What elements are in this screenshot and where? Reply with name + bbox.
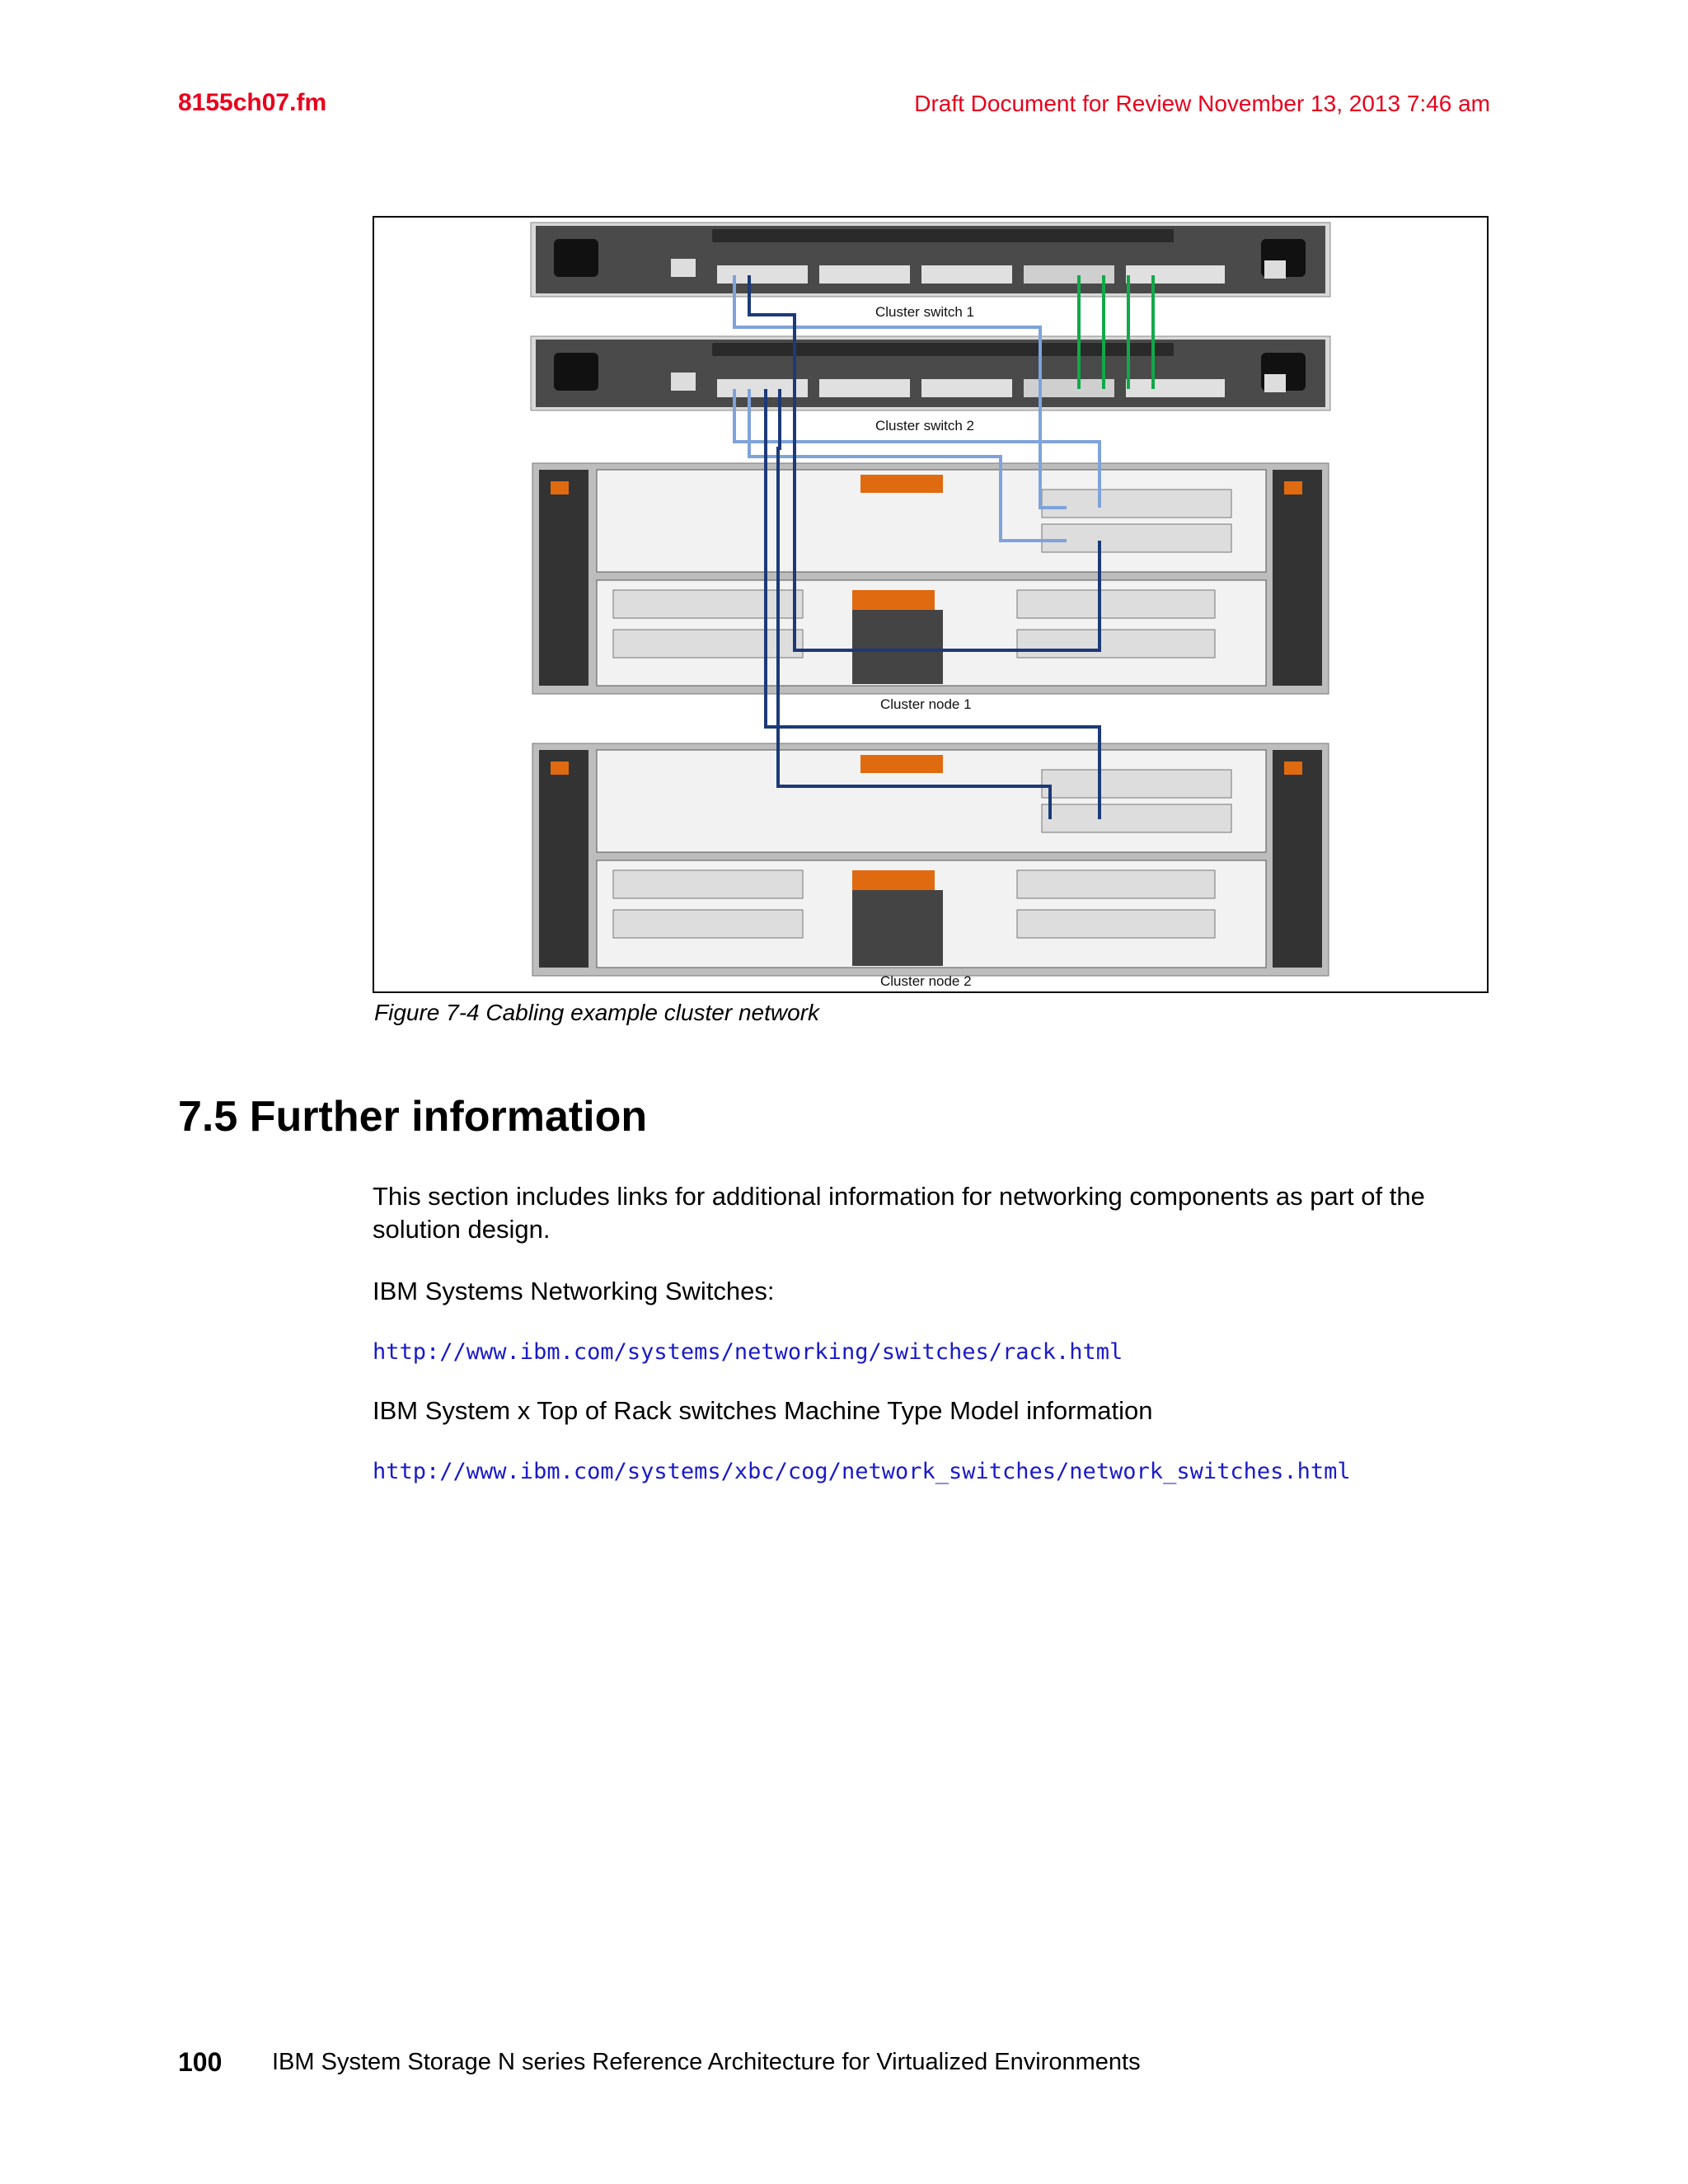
power-inlet-icon <box>554 239 598 277</box>
cluster-node-1: Cluster node 1 <box>532 463 1329 712</box>
switch-1-label: Cluster switch 1 <box>875 304 974 320</box>
header-filename: 8155ch07.fm <box>178 89 326 117</box>
cabling-figure: Cluster switch 1 Cluster switch 2 <box>373 216 1489 993</box>
item2-label: IBM System x Top of Rack switches Machin… <box>373 1394 1493 1427</box>
switch-2-label: Cluster switch 2 <box>875 418 974 434</box>
intro-paragraph: This section includes links for addition… <box>373 1180 1493 1246</box>
header-draft-notice: Draft Document for Review November 13, 2… <box>914 91 1490 117</box>
power-inlet-icon <box>554 353 598 391</box>
item2-link[interactable]: http://www.ibm.com/systems/xbc/cog/netwo… <box>373 1459 1351 1484</box>
item1-label: IBM Systems Networking Switches: <box>373 1275 1493 1308</box>
cluster-switch-1: Cluster switch 1 <box>531 223 1330 320</box>
node-1-label: Cluster node 1 <box>880 696 972 712</box>
cluster-node-2: Cluster node 2 <box>532 743 1329 989</box>
section-title: 7.5 Further information <box>178 1092 647 1141</box>
footer-title: IBM System Storage N series Reference Ar… <box>272 2049 1141 2076</box>
item1-link[interactable]: http://www.ibm.com/systems/networking/sw… <box>373 1339 1123 1365</box>
cabling-diagram: Cluster switch 1 Cluster switch 2 <box>374 218 1487 991</box>
figure-caption: Figure 7-4 Cabling example cluster netwo… <box>374 1000 819 1026</box>
node-2-label: Cluster node 2 <box>880 973 972 989</box>
page-number: 100 <box>178 2047 222 2078</box>
cluster-switch-2: Cluster switch 2 <box>531 336 1330 434</box>
